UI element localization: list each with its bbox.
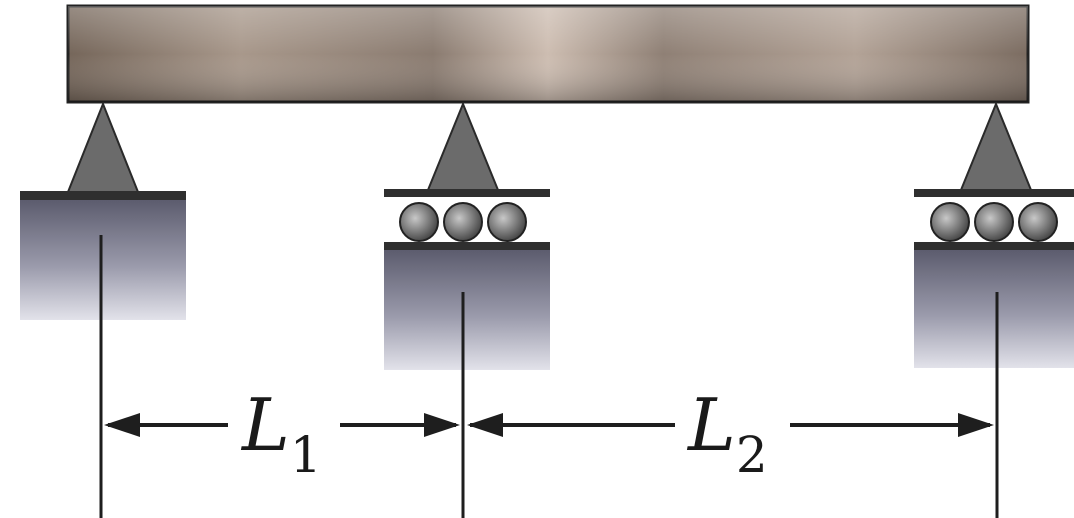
- base-plate: [914, 242, 1074, 250]
- roller: [487, 202, 527, 242]
- roller-support-right: [914, 101, 1074, 368]
- roller: [1018, 202, 1058, 242]
- dimension-symbol: L: [240, 383, 290, 467]
- support-plate: [20, 191, 186, 200]
- dimension-symbol: L: [686, 383, 736, 467]
- roller: [930, 202, 970, 242]
- ground-block: [20, 200, 186, 320]
- ground-block: [914, 250, 1074, 368]
- arrowhead-right: [424, 413, 460, 437]
- support-triangle: [426, 101, 500, 191]
- dimension-l2: L2: [467, 383, 994, 484]
- base-plate: [384, 242, 550, 250]
- arrowhead-right: [958, 413, 994, 437]
- arrowhead-left: [104, 413, 140, 437]
- dimension-label-l1: L1: [240, 383, 322, 484]
- support-plate: [384, 189, 550, 197]
- roller: [443, 202, 483, 242]
- roller-support-middle: [384, 101, 550, 370]
- roller: [399, 202, 439, 242]
- arrowhead-left: [467, 413, 503, 437]
- dimension-subscript: 2: [736, 426, 768, 484]
- support-triangle: [959, 101, 1033, 191]
- beam: [66, 4, 1030, 104]
- dimension-l1: L1: [104, 383, 460, 484]
- roller: [974, 202, 1014, 242]
- dimension-label-l2: L2: [686, 383, 768, 484]
- pin-support-left: [20, 101, 186, 320]
- ground-block: [384, 250, 550, 370]
- support-triangle: [66, 101, 140, 193]
- support-plate: [914, 189, 1074, 197]
- dimension-subscript: 1: [290, 426, 322, 484]
